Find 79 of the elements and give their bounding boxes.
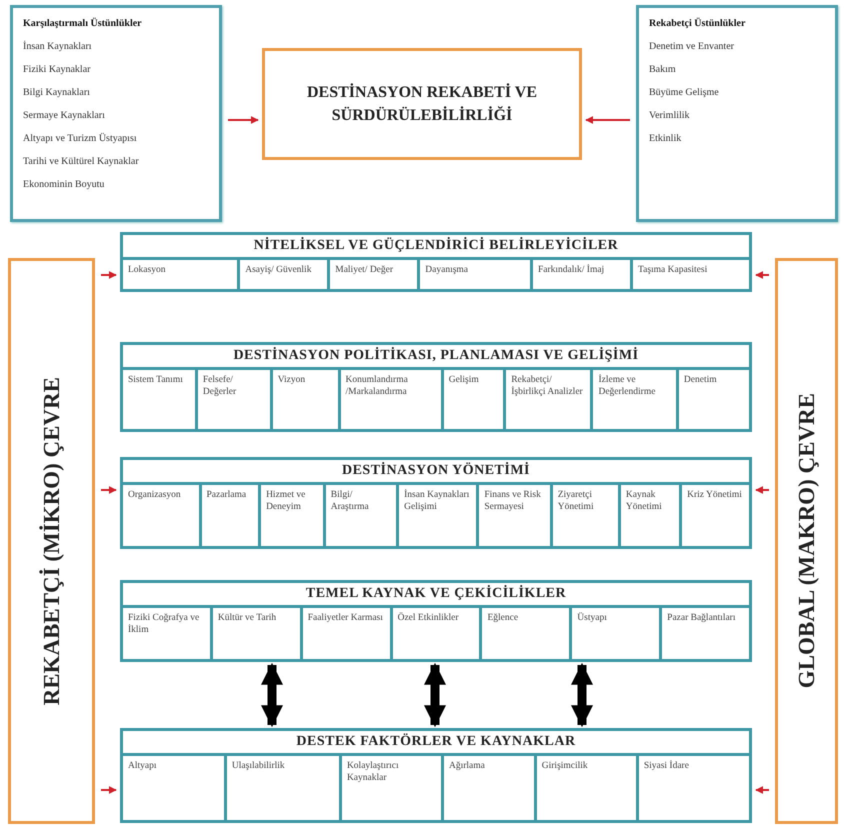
component-group — [120, 457, 752, 549]
group-heading: DESTİNASYON YÖNETİMİ — [123, 460, 749, 485]
factor-label: Pazarlama — [206, 489, 248, 502]
factor-label: Fiziki Coğrafya ve İklim — [128, 612, 200, 637]
list-item: Tarihi ve Kültürel Kaynaklar — [23, 156, 140, 168]
factor-label: Kolaylaştırıcı Kaynaklar — [346, 760, 400, 785]
environment-label: GLOBAL (MAKRO) ÇEVRE — [794, 393, 820, 689]
list-item: Bilgi Kaynakları — [23, 87, 91, 99]
list-item: Etkinlik — [649, 133, 682, 145]
factor-label: Sistem Tanımı — [128, 374, 184, 386]
arrow — [755, 271, 769, 279]
factor-label: Finans ve Risk Sermayesi — [484, 489, 542, 514]
factor-label: Özel Etkinlikler — [398, 612, 460, 624]
arrow — [755, 786, 769, 794]
component-group — [120, 728, 752, 823]
group-heading: NİTELİKSEL VE GÜÇLENDİRİCİ BELİRLEYİCİLER — [123, 235, 749, 260]
factor-label: Kültür ve Tarih — [218, 612, 278, 624]
factor-label: Maliyet/ Değer — [335, 264, 394, 276]
double-arrow — [261, 662, 283, 728]
environment-panel — [8, 258, 95, 824]
factor-label: Pazar Bağlantıları — [667, 612, 736, 624]
factor-label: Ziyaretçi Yönetimi — [558, 489, 595, 514]
factor-label: Denetim — [684, 374, 718, 386]
factor-label: Felsefe/ Değerler — [202, 374, 238, 399]
factor-label: Gelişim — [448, 374, 480, 386]
list-item: Fiziki Kaynaklar — [23, 64, 92, 76]
double-arrow — [571, 662, 593, 728]
factor-label: Faaliyetler Karması — [308, 612, 384, 624]
factor-label: Farkındalık/ İmaj — [538, 264, 606, 276]
factor-label: Dayanışma — [425, 264, 470, 276]
central-goal-box — [262, 48, 582, 160]
factor-label: Taşıma Kapasitesi — [638, 264, 708, 276]
arrow — [101, 786, 117, 794]
factor-label: Altyapı — [128, 760, 158, 772]
list-item: Verimlilik — [649, 110, 691, 122]
factor-label: Kaynak Yönetimi — [626, 489, 663, 514]
environment-label: REKABETÇİ (MİKRO) ÇEVRE — [38, 376, 64, 706]
factor-label: Eğlence — [487, 612, 520, 624]
list-item: Ekonominin Boyutu — [23, 179, 106, 191]
factor-label: Vizyon — [278, 374, 306, 386]
goal-title: DESTİNASYON REKABETİ VE SÜRDÜRÜLEBİLİRLİĞİ — [306, 82, 538, 126]
factor-label: Kriz Yönetimi — [687, 489, 743, 502]
group-heading: DESTEK FAKTÖRLER VE KAYNAKLAR — [123, 731, 749, 756]
list-item: Denetim ve Envanter — [649, 41, 735, 53]
factor-label: Bilgi/ Araştırma — [330, 489, 370, 514]
factor-label: Ulaşılabilirlik — [232, 760, 286, 772]
arrow — [101, 271, 117, 279]
arrow — [101, 486, 117, 494]
factor-label: Üstyapı — [577, 612, 608, 624]
component-group — [120, 342, 752, 432]
list-item: Bakım — [649, 64, 677, 76]
factor-label: Siyasi İdare — [644, 760, 690, 772]
factor-label: Konumlandırma /Markalandırma — [346, 374, 409, 399]
factor-label: Ağırlama — [448, 760, 486, 772]
group-heading: TEMEL KAYNAK VE ÇEKİCİLİKLER — [123, 583, 749, 608]
factor-label: Rekabetçi/ İşbirlikçi Analizler — [511, 374, 584, 399]
list-heading: Rekabetçi Üstünlükler — [649, 18, 746, 30]
factor-label: Organizasyon — [128, 489, 182, 502]
list-item: İnsan Kaynakları — [23, 41, 93, 53]
factor-label: Lokasyon — [128, 264, 166, 276]
double-arrow — [424, 662, 446, 728]
arrow — [228, 116, 259, 124]
environment-panel — [775, 258, 838, 824]
list-item: Sermaye Kaynakları — [23, 110, 106, 122]
list-heading: Karşılaştırmalı Üstünlükler — [23, 18, 143, 30]
list-item: Büyüme Gelişme — [649, 87, 720, 99]
arrow — [755, 486, 769, 494]
list-panel — [10, 5, 222, 222]
list-panel — [636, 5, 838, 222]
factor-label: İnsan Kaynakları Gelişimi — [404, 489, 470, 514]
factor-label: Hizmet ve Deneyim — [266, 489, 306, 514]
list-item: Altyapı ve Turizm Üstyapısı — [23, 133, 138, 145]
component-group — [120, 580, 752, 662]
arrow — [585, 116, 630, 124]
group-heading: DESTİNASYON POLİTİKASI, PLANLAMASI VE GELİŞİMİ — [123, 345, 749, 370]
factor-label: Girişimcilik — [542, 760, 589, 772]
factor-label: Asayiş/ Güvenlik — [245, 264, 312, 276]
component-group — [120, 232, 752, 292]
factor-label: İzleme ve Değerlendirme — [598, 374, 656, 399]
